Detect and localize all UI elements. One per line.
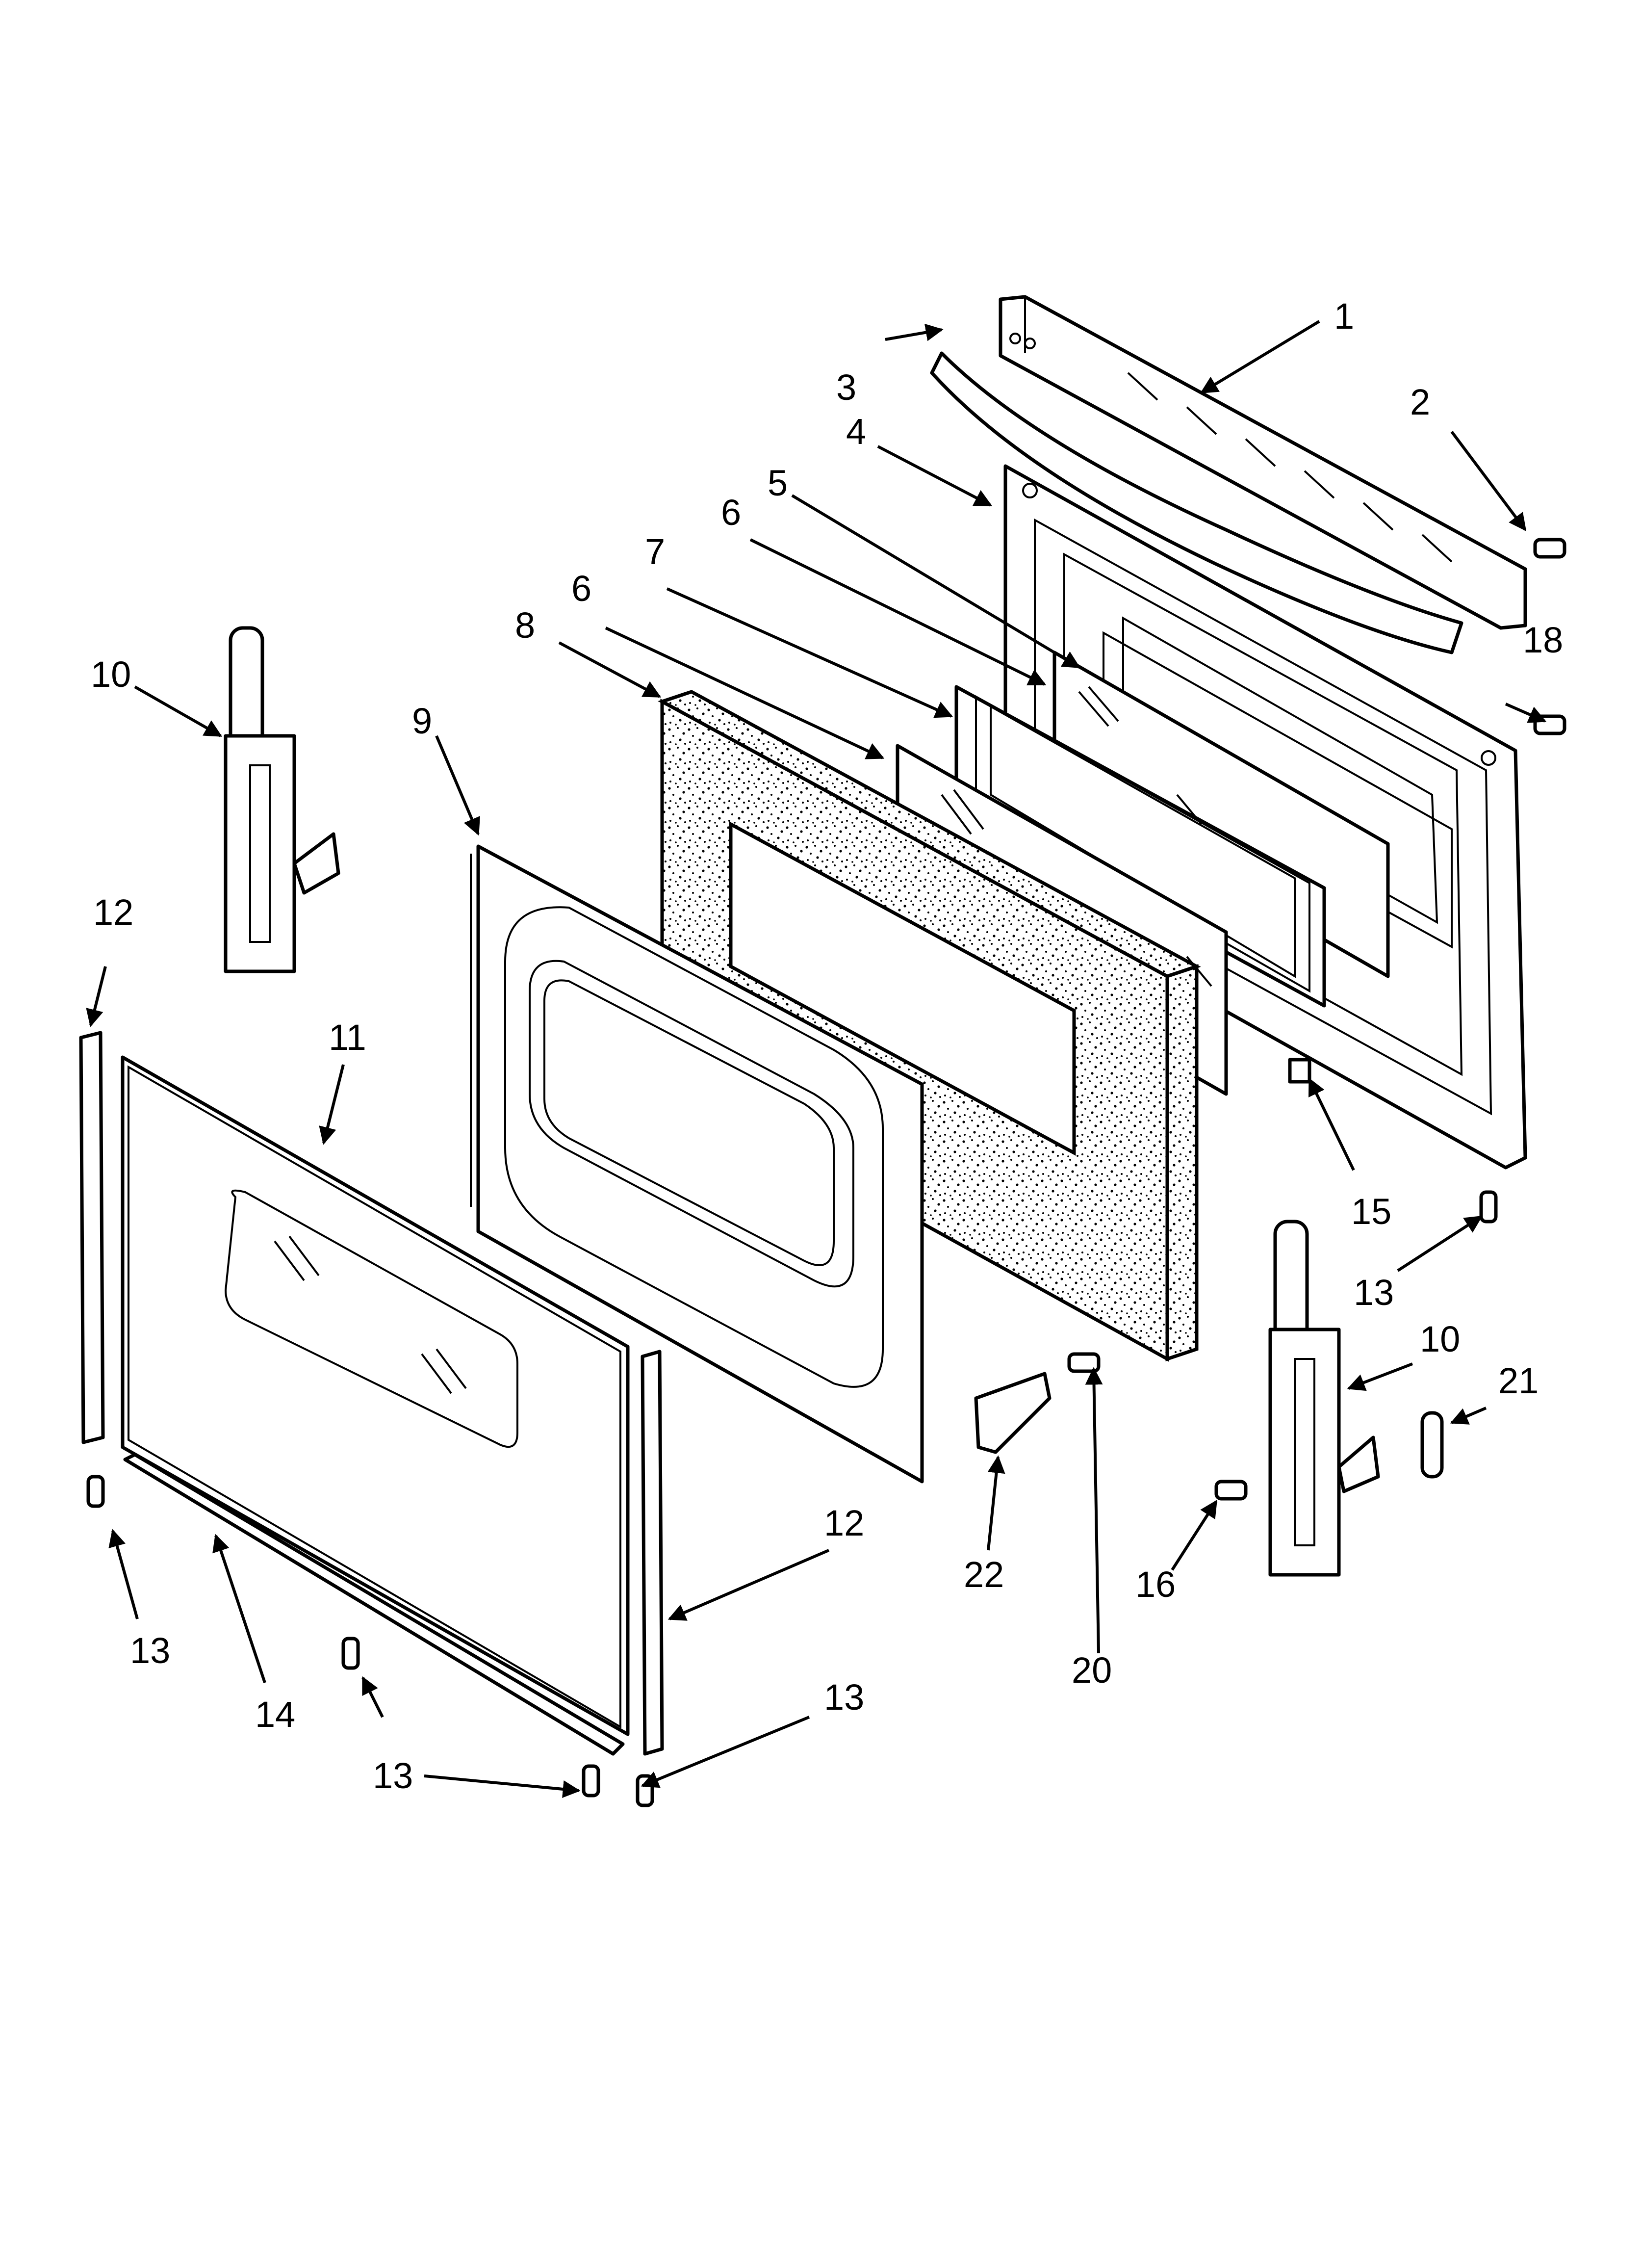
screw-13-left — [86, 1475, 105, 1508]
part-door-frame — [470, 844, 924, 1484]
callout-20: 20 — [1072, 1650, 1112, 1691]
callout-12b: 12 — [824, 1503, 864, 1543]
callout-21: 21 — [1498, 1360, 1539, 1401]
screw-13-bottom-right — [636, 1774, 654, 1807]
leader-lines — [86, 320, 1547, 1798]
callout-2: 2 — [1410, 382, 1430, 422]
screw-13-right — [1479, 1190, 1498, 1224]
screw-20 — [1067, 1352, 1101, 1373]
callout-8: 8 — [515, 605, 535, 646]
callout-18: 18 — [1523, 620, 1563, 660]
screw-16 — [1214, 1480, 1248, 1501]
callout-5: 5 — [768, 463, 788, 503]
part-side-trim-left — [79, 1031, 105, 1444]
part-vent-panel — [999, 295, 1527, 630]
callout-22: 22 — [964, 1554, 1004, 1595]
callout-6a: 6 — [721, 492, 741, 533]
callout-labels: 1 2 3 4 5 6 6 7 8 9 10 10 11 12 12 13 13… — [91, 296, 1563, 1796]
callout-6b: 6 — [571, 568, 591, 609]
part-bracket-21 — [1420, 1411, 1444, 1479]
callout-14: 14 — [255, 1694, 295, 1735]
part-door-handle — [930, 351, 1463, 654]
callout-9: 9 — [412, 701, 432, 741]
callout-4: 4 — [846, 411, 866, 452]
callout-10a: 10 — [91, 654, 131, 695]
screw-2 — [1533, 538, 1566, 559]
callout-15: 15 — [1351, 1191, 1391, 1232]
part-hinge-right — [1268, 1220, 1380, 1577]
callout-10b: 10 — [1420, 1319, 1460, 1359]
callout-13a: 13 — [1354, 1272, 1394, 1313]
part-bottom-trim — [123, 1453, 625, 1756]
part-door-insulation — [658, 690, 1201, 1362]
screw-13-bottom-mid — [582, 1764, 600, 1798]
callout-16: 16 — [1135, 1564, 1176, 1605]
part-side-trim-right — [641, 1350, 664, 1756]
vent-slots-graphic — [1127, 372, 1453, 563]
callout-13d: 13 — [824, 1677, 864, 1718]
part-outer-door-panel — [121, 1055, 630, 1736]
callout-1: 1 — [1334, 296, 1354, 337]
callout-3: 3 — [836, 367, 856, 408]
part-hinge-left — [224, 626, 340, 973]
part-glass-pack-frame — [954, 685, 1326, 1008]
callout-12a: 12 — [93, 892, 133, 933]
callout-13b: 13 — [130, 1630, 170, 1671]
part-clip-15 — [1288, 1058, 1311, 1084]
part-bracket-22 — [974, 1372, 1052, 1454]
callout-13c: 13 — [373, 1755, 413, 1796]
callout-11: 11 — [329, 1017, 366, 1058]
callout-7: 7 — [645, 531, 665, 572]
screw-13-bottom-center — [341, 1637, 360, 1670]
